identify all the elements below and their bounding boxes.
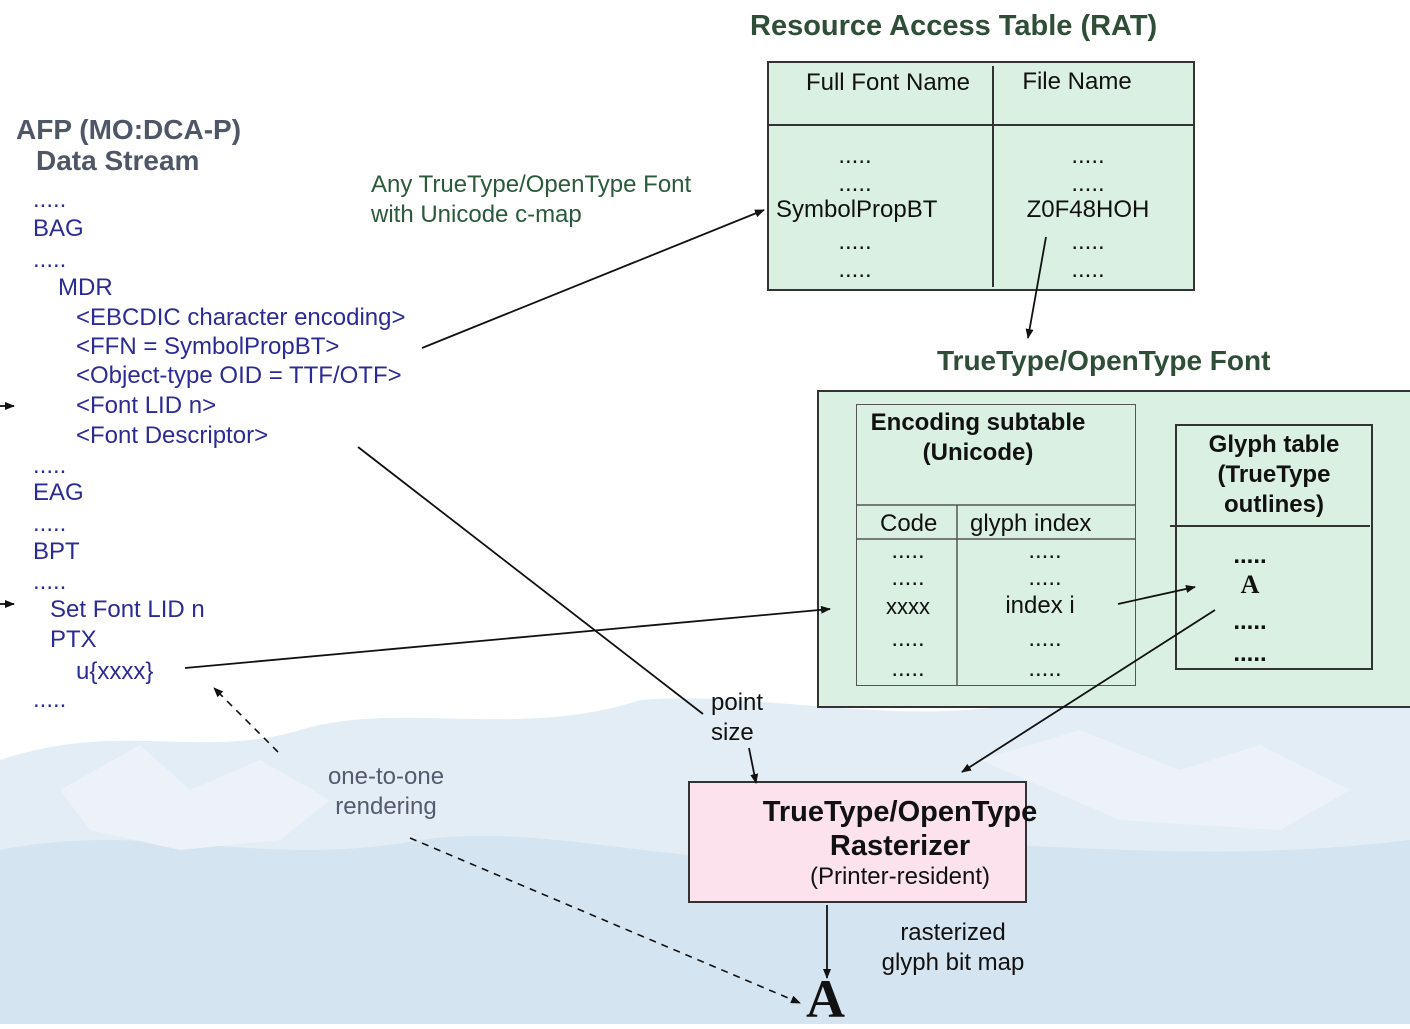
afp-line-mdr: MDR [58,274,113,301]
afp-line-dots-2: ..... [33,246,67,273]
encoding-row-2-index: ..... [1028,564,1062,591]
one-to-one-dashed-arrow-down [409,837,801,1004]
rasterizer-box [688,781,1027,903]
glyph-table [1175,424,1373,670]
uxxxx-to-encoding-arrow [184,605,831,669]
ffn-to-rat-arrow [421,209,765,349]
glyph-to-rasterizer-arrow [961,609,1216,773]
afp-line-font-lid: <Font LID n> [76,392,217,419]
rat-col2-header: File Name [1022,68,1132,95]
one-to-one-label: one-to-one rendering [327,763,445,820]
afp-line-dots-1: ..... [33,186,67,213]
afp-line-ebcdic: <EBCDIC character encoding> [76,304,406,331]
rasterized-glyph-label: rasterized glyph bit map [881,919,1025,976]
point-size-to-rasterizer-arrow [748,747,759,784]
rasterizer-subtitle: (Printer-resident) [809,863,991,890]
encoding-row-4-index: ..... [1028,625,1062,652]
glyph-a: A [1240,570,1260,599]
rat-row-3-name: SymbolPropBT [776,196,938,223]
rat-row-2-file: ..... [1071,170,1105,197]
rat-row-3-file: Z0F48HOH [1026,196,1150,223]
afp-title-line2: Data Stream [36,145,200,176]
afp-line-font-descriptor: <Font Descriptor> [76,422,269,449]
afp-line-ptx: PTX [50,626,97,653]
glyph-row-dots-1: ..... [1233,542,1267,569]
rat-col1-header: Full Font Name [805,69,971,96]
rat-to-ttf-arrow [1025,236,1047,339]
encoding-row-5-code: ..... [891,655,925,682]
encoding-row-2-code: ..... [891,564,925,591]
rat-row-1-name: ..... [838,142,872,169]
afp-line-dots-4: ..... [33,510,67,537]
one-to-one-dashed-arrow-up [213,687,279,753]
rasterizer-title: TrueType/OpenType Rasterizer [762,796,1038,862]
afp-line-dots-3: ..... [33,452,67,479]
point-size-label: point size [711,689,764,746]
afp-line-eag: EAG [33,479,84,506]
encoding-row-4-code: ..... [891,625,925,652]
rat-row-2-name: ..... [838,170,872,197]
rat-title: Resource Access Table (RAT) [750,10,1158,42]
output-glyph: A [806,969,845,1029]
afp-line-bpt: BPT [33,538,80,565]
encoding-row-1-index: ..... [1028,537,1062,564]
rat-table [767,61,1195,291]
afp-line-ffn: <FFN = SymbolPropBT> [76,333,340,360]
encoding-col2-header: glyph index [970,510,1092,537]
encoding-row-3-index: index i [1005,592,1075,619]
afp-title-line1: AFP (MO:DCA-P) [16,114,242,145]
afp-line-oid: <Object-type OID = TTF/OTF> [76,362,402,389]
afp-line-dots-6: ..... [33,686,67,713]
afp-line-dots-5: ..... [33,568,67,595]
glyph-row-dots-3: ..... [1233,640,1267,667]
encoding-row-5-index: ..... [1028,655,1062,682]
encoding-col1-header: Code [880,510,938,537]
rat-row-4-file: ..... [1071,228,1105,255]
rat-row-1-file: ..... [1071,142,1105,169]
ttf-container [817,390,1410,708]
ttf-title: TrueType/OpenType Font [937,345,1271,376]
glyph-row-dots-2: ..... [1233,608,1267,635]
afp-line-set-font: Set Font LID n [50,596,205,623]
descriptor-to-point-size-line [357,446,704,715]
rat-row-5-name: ..... [838,256,872,283]
encoding-row-3-code: xxxx [886,594,930,619]
encoding-subtable [856,404,1136,686]
rat-row-4-name: ..... [838,228,872,255]
glyph-table-title: Glyph table (TrueType outlines) [1208,431,1340,518]
encoding-row-1-code: ..... [891,537,925,564]
encoding-subtable-title: Encoding subtable (Unicode) [870,409,1086,466]
afp-line-uxxxx: u{xxxx} [76,658,154,685]
afp-line-bag: BAG [33,215,84,242]
index-to-glyph-arrow [1117,585,1196,605]
rat-row-5-file: ..... [1071,256,1105,283]
font-note-annotation: Any TrueType/OpenType Font with Unicode … [371,171,692,228]
